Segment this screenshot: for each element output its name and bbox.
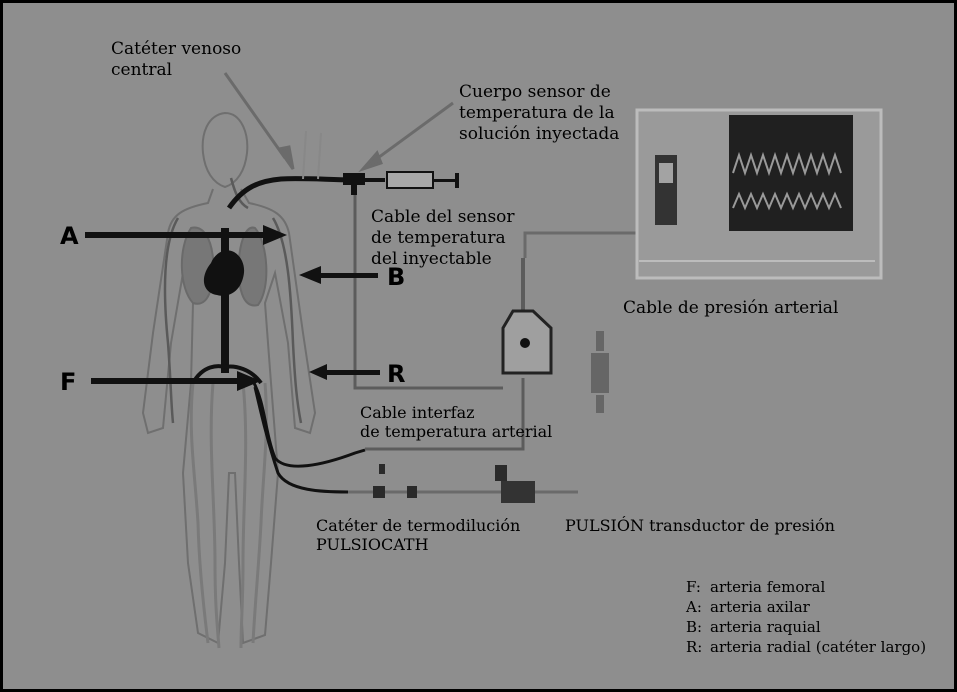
- flush-device: [591, 331, 609, 413]
- legend-item: B:arteria raquial: [686, 617, 926, 637]
- legs: [191, 383, 266, 648]
- pointer-arrows: [225, 73, 453, 169]
- monitor: [637, 110, 881, 278]
- legend-item: A:arteria axilar: [686, 597, 926, 617]
- letter-b: B: [387, 265, 405, 289]
- arterial-pressure-cable-label: Cable de presión arterial: [623, 298, 838, 319]
- pressure-box: [503, 258, 551, 373]
- transducer-label: PULSIÓN transductor de presión: [565, 516, 835, 535]
- femoral-catheter: [253, 381, 365, 492]
- letter-r: R: [387, 362, 405, 386]
- cvc-side-port: [303, 131, 321, 179]
- syringe: [365, 172, 459, 188]
- pressure-cable-line: [525, 233, 645, 258]
- letter-f: F: [60, 370, 76, 394]
- connectors: [373, 464, 535, 503]
- letter-a: A: [60, 224, 79, 248]
- cvc-line: [229, 179, 353, 208]
- legend-item: R:arteria radial (catéter largo): [686, 637, 926, 657]
- legend: F:arteria femoral A:arteria axilar B:art…: [686, 577, 926, 657]
- aorta-line: [221, 228, 229, 373]
- sensor-stem: [351, 183, 357, 195]
- legend-item: F:arteria femoral: [686, 577, 926, 597]
